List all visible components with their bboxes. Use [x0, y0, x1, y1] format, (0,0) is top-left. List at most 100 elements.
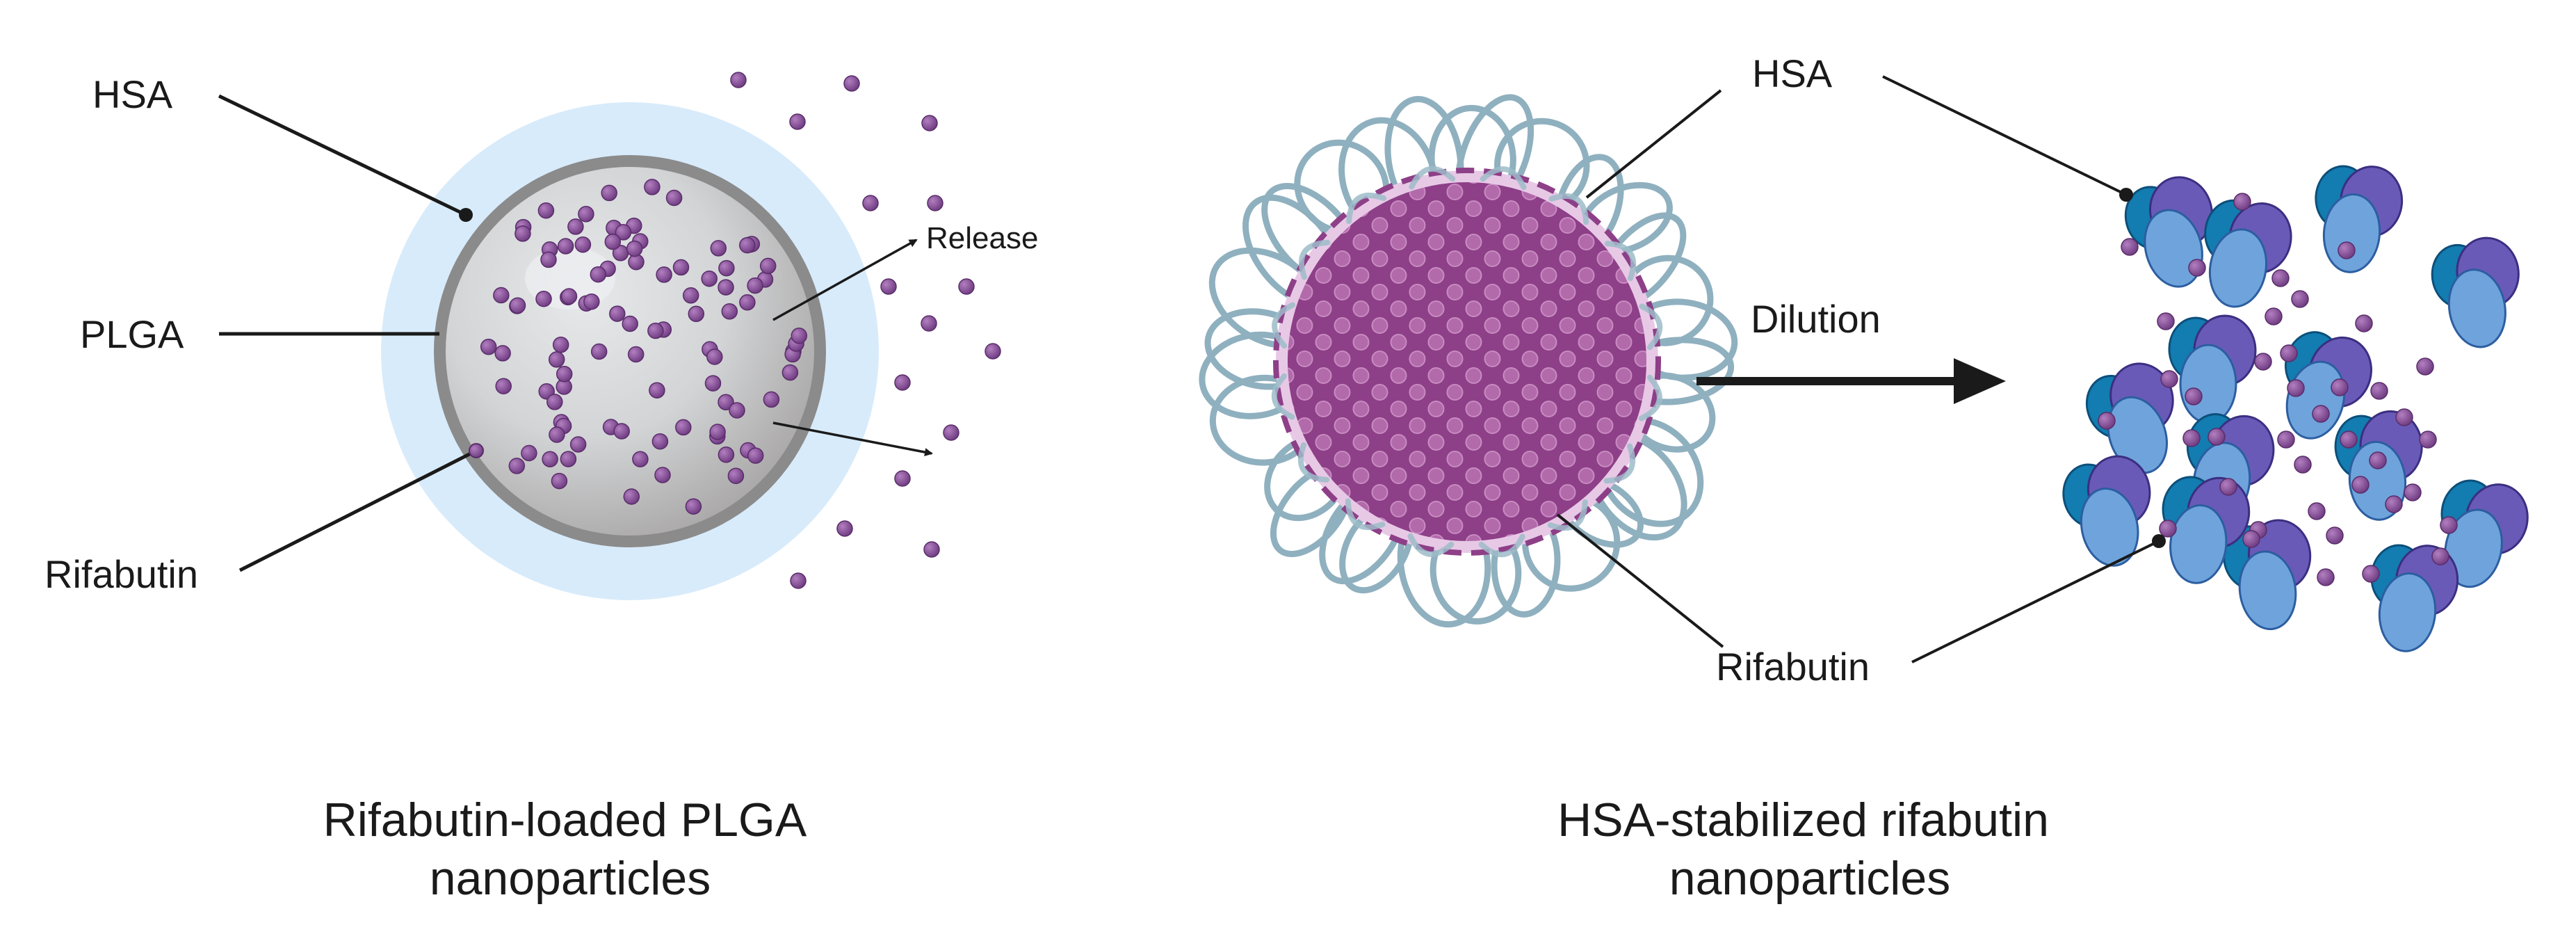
rifabutin-dot	[583, 293, 600, 310]
hsa-coil-strand	[1547, 499, 1588, 531]
dispersed-rifabutin-dot	[2351, 476, 2370, 494]
hsa-coil-strand	[1297, 442, 1330, 483]
rifabutin-dot	[721, 303, 738, 320]
dilution-arrow	[1696, 358, 2006, 404]
dispersed-rifabutin-dot	[2277, 431, 2295, 449]
rifabutin-dot	[727, 467, 745, 484]
rifabutin-leader-dot-left	[469, 443, 484, 458]
rifabutin-dot	[623, 488, 640, 505]
rifabutin-dot	[644, 179, 661, 195]
rifabutin-dot	[759, 257, 777, 275]
rifabutin-dot	[549, 426, 565, 443]
left-leader-lines	[218, 94, 478, 572]
rifabutin-dot	[627, 346, 645, 363]
rifabutin-dot	[493, 287, 510, 304]
plga-nanoparticle	[381, 102, 879, 600]
rifabutin-leader-core	[1556, 513, 1724, 648]
dispersed-rifabutin-dot	[2338, 241, 2356, 259]
rifabutin-dot	[537, 202, 555, 219]
rifabutin-leader-left	[238, 449, 478, 572]
dispersed-rifabutin-dot	[2404, 483, 2422, 501]
dispersed-rifabutin-dot	[2208, 428, 2226, 446]
rifabutin-dot	[552, 336, 569, 353]
release-arrow-lower	[772, 421, 933, 456]
released-rifabutin-dot	[789, 113, 806, 130]
hsa-leader-dot-left	[459, 208, 473, 222]
rifabutin-dot	[718, 447, 735, 463]
rifabutin-dot	[739, 294, 756, 311]
release-arrow-upper	[772, 239, 918, 321]
released-rifabutin-dot	[730, 72, 747, 88]
dispersed-rifabutin-dot	[2431, 547, 2449, 565]
dispersed-rifabutin-dot	[2185, 387, 2203, 405]
rifabutin-dot	[649, 382, 665, 399]
rifabutin-dot	[535, 290, 552, 307]
dispersed-rifabutin-dot	[2370, 382, 2388, 400]
rifabutin-dot	[718, 394, 734, 411]
hsa-coil-strand	[1480, 166, 1527, 191]
caption-left-line-2: nanoparticles	[430, 852, 711, 905]
label-release: Release	[926, 221, 1038, 255]
dispersed-rifabutin-dot	[2121, 238, 2139, 256]
hsa-coil-strand	[1271, 373, 1295, 420]
label-dilution: Dilution	[1751, 297, 1881, 341]
rifabutin-dot	[574, 236, 592, 253]
hsa-coil-strand	[1639, 303, 1663, 351]
rifabutin-dot	[747, 447, 764, 464]
dispersed-rifabutin-dot	[2159, 520, 2177, 538]
dispersed-rifabutin-dot	[2254, 353, 2272, 371]
rifabutin-dot	[604, 233, 622, 250]
hsa-coil-strand	[1346, 192, 1387, 225]
right-leader-lines	[1556, 75, 2160, 663]
rifabutin-dot	[521, 444, 537, 462]
dispersed-rifabutin-dot	[2242, 530, 2260, 548]
rifabutin-dot	[701, 270, 718, 287]
released-rifabutin-dot	[729, 402, 745, 419]
released-rifabutin-dot	[862, 195, 879, 211]
rifabutin-dot	[675, 419, 692, 436]
rifabutin-dot	[613, 423, 630, 440]
hsa-coil-strand	[1345, 498, 1386, 530]
rifabutin-dot	[515, 225, 531, 242]
rifabutin-dot	[632, 451, 649, 467]
hsa-coil-strand	[1638, 374, 1662, 421]
dispersed-hsa-proteins	[2056, 161, 2535, 657]
dispersed-rifabutin-dot	[2280, 344, 2298, 362]
label-rifabutin-right: Rifabutin	[1716, 645, 1870, 689]
rifabutin-dot	[609, 305, 626, 322]
dispersed-rifabutin-dot	[2188, 259, 2206, 277]
released-rifabutin-dot	[985, 343, 1001, 360]
released-rifabutin-dot	[790, 572, 807, 589]
rifabutin-dot	[665, 189, 683, 207]
hsa-coil-strand	[1299, 239, 1331, 280]
rifabutin-dot	[718, 279, 734, 296]
hsa-coil-strand	[1548, 193, 1589, 225]
label-rifabutin-left: Rifabutin	[44, 552, 198, 596]
label-hsa-right: HSA	[1752, 51, 1833, 95]
rifabutin-dot	[495, 378, 512, 394]
hsa-coil-strand	[1603, 443, 1635, 484]
hsa-coil-strand	[1272, 302, 1296, 349]
dispersed-rifabutin-dot	[2395, 408, 2413, 426]
rifabutin-dot	[626, 240, 643, 257]
caption-right-line-1: HSA-stabilized rifabutin	[1557, 794, 2049, 846]
hsa-leader-left	[218, 94, 466, 216]
hsa-coil-strand	[1409, 166, 1456, 190]
dispersed-rifabutin-dot	[2160, 370, 2178, 388]
rifabutin-leader-dot	[1911, 540, 2160, 663]
rifabutin-dot	[567, 218, 584, 235]
caption-left-line-1: Rifabutin-loaded PLGA	[323, 794, 807, 846]
rifabutin-dot	[551, 472, 568, 490]
rifabutin-dot	[781, 364, 799, 381]
rifabutin-dot	[688, 305, 705, 323]
rifabutin-dot	[654, 467, 671, 483]
rifabutin-dot	[546, 394, 563, 410]
rifabutin-dot	[651, 433, 669, 450]
dispersed-rifabutin-dot	[2317, 568, 2335, 586]
rifabutin-dot	[704, 375, 722, 392]
released-rifabutin-dot	[880, 278, 897, 295]
dispersed-rifabutin-dot	[2219, 478, 2237, 496]
released-rifabutin-dots	[729, 72, 1001, 589]
rifabutin-leader-dot-right	[2152, 534, 2166, 548]
